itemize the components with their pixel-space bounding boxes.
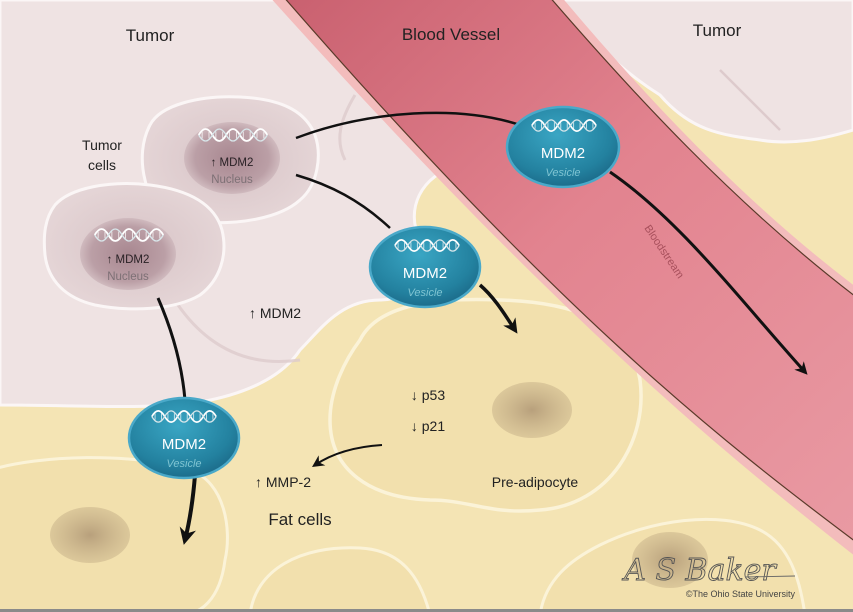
fat-cell: [249, 546, 431, 612]
arrow-to-pre-adipocyte: [478, 283, 518, 334]
blood-vessel-label: Blood Vessel: [402, 25, 500, 44]
tumor-left-label: Tumor: [126, 26, 175, 45]
vesicle-label: Vesicle: [545, 167, 580, 179]
vesicle-title: MDM2: [403, 265, 447, 282]
vesicle-label: Vesicle: [407, 287, 442, 299]
tumor-cells-label-line1: Tumor: [82, 137, 122, 153]
copyright-text: ©The Ohio State University: [686, 589, 796, 599]
nucleus-label: Nucleus: [107, 271, 149, 283]
fat-cell-nucleus: [50, 507, 130, 563]
tumor-fold: [719, 69, 781, 131]
vesicle-title: MDM2: [541, 145, 585, 162]
arrow-to-mmp2: [312, 444, 383, 467]
arrow-bloodstream: [609, 170, 808, 375]
vesicle-upper: MDM2 Vesicle: [368, 225, 482, 309]
mmp2-annotation: ↑ MMP-2: [255, 474, 311, 490]
arrow-to-vessel-vesicle: [295, 111, 521, 140]
tumor-cell-2: ↑ MDM2 Nucleus: [42, 182, 226, 311]
vesicle-blood-vessel: MDM2 Vesicle: [505, 105, 621, 189]
fat-cells-label: Fat cells: [268, 510, 331, 529]
tumor-cell-1: ↑ MDM2 Nucleus: [140, 95, 320, 225]
p53-annotation: ↓ p53: [411, 387, 445, 403]
vesicle-label: Vesicle: [166, 458, 201, 470]
artist-signature: A S Baker: [621, 553, 777, 588]
arrow-to-upper-vesicle: [295, 173, 391, 229]
bottom-border: [0, 609, 853, 612]
tumor-fold: [338, 94, 357, 161]
arrow-to-lower-vesicle: [156, 297, 187, 401]
signature-underline: [744, 575, 796, 578]
nucleus: [80, 218, 176, 290]
transport-arrows: [156, 111, 808, 545]
vessel-edge: [285, 0, 853, 541]
blood-vessel: [272, 0, 853, 555]
nucleus-label: Nucleus: [211, 174, 253, 186]
pre-adipocyte-nucleus: [492, 382, 572, 438]
vesicle-body: [127, 396, 241, 480]
fat-cells: [0, 297, 807, 612]
vessel-lumen: [286, 0, 853, 540]
fat-cell-nucleus: [632, 532, 708, 588]
vesicle-title: MDM2: [162, 436, 206, 453]
tumor-mdm2-annotation: ↑ MDM2: [249, 305, 301, 321]
tumor-cells-label-line2: cells: [88, 157, 116, 173]
arrow-to-fat-cell: [179, 474, 197, 545]
nucleus-marker: ↑ MDM2: [211, 157, 254, 169]
p21-annotation: ↓ p21: [411, 418, 445, 434]
pre-adipocyte-label: Pre-adipocyte: [492, 474, 579, 490]
pre-adipocyte-cell: [328, 297, 643, 513]
vessel-edge: [551, 0, 853, 296]
vesicle-body: [368, 225, 482, 309]
vesicle-lower: MDM2 Vesicle: [127, 396, 241, 480]
tumor-right-label: Tumor: [693, 21, 742, 40]
nucleus-marker: ↑ MDM2: [107, 254, 150, 266]
